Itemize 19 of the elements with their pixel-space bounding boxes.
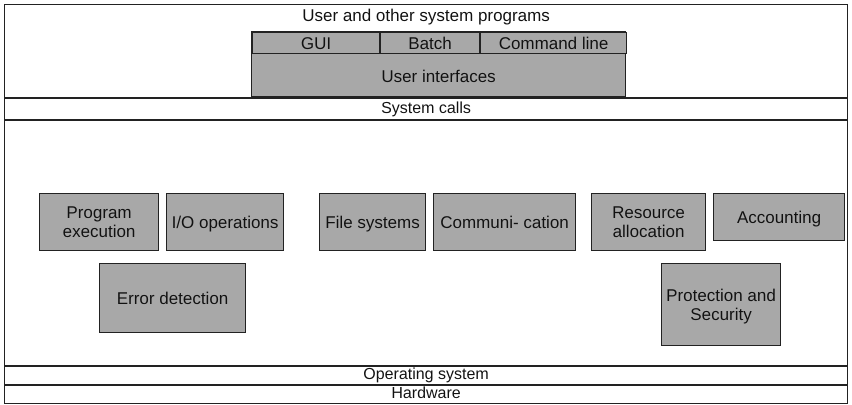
interface-box <box>251 31 626 97</box>
band-title: User and other system programs <box>301 6 551 26</box>
box-label: User interfaces <box>380 67 497 86</box>
service-box: I/O operations <box>166 193 284 251</box>
layer-band: Operating system <box>4 366 848 385</box>
interface-box: Batch <box>380 32 480 54</box>
service-box: Resource allocation <box>591 193 706 251</box>
layer-band: System calls <box>4 98 848 120</box>
service-box: Error detection <box>99 263 246 333</box>
service-box: Communi- cation <box>433 193 576 251</box>
service-box: Accounting <box>713 193 845 241</box>
layer-band <box>4 4 848 98</box>
service-box: Protection and Security <box>661 263 781 346</box>
layer-band: Hardware <box>4 385 848 404</box>
services-band <box>4 120 848 366</box>
service-box: File systems <box>319 193 426 251</box>
service-box: Program execution <box>39 193 159 251</box>
interface-box: Command line <box>480 32 627 54</box>
interface-box: GUI <box>252 32 380 54</box>
